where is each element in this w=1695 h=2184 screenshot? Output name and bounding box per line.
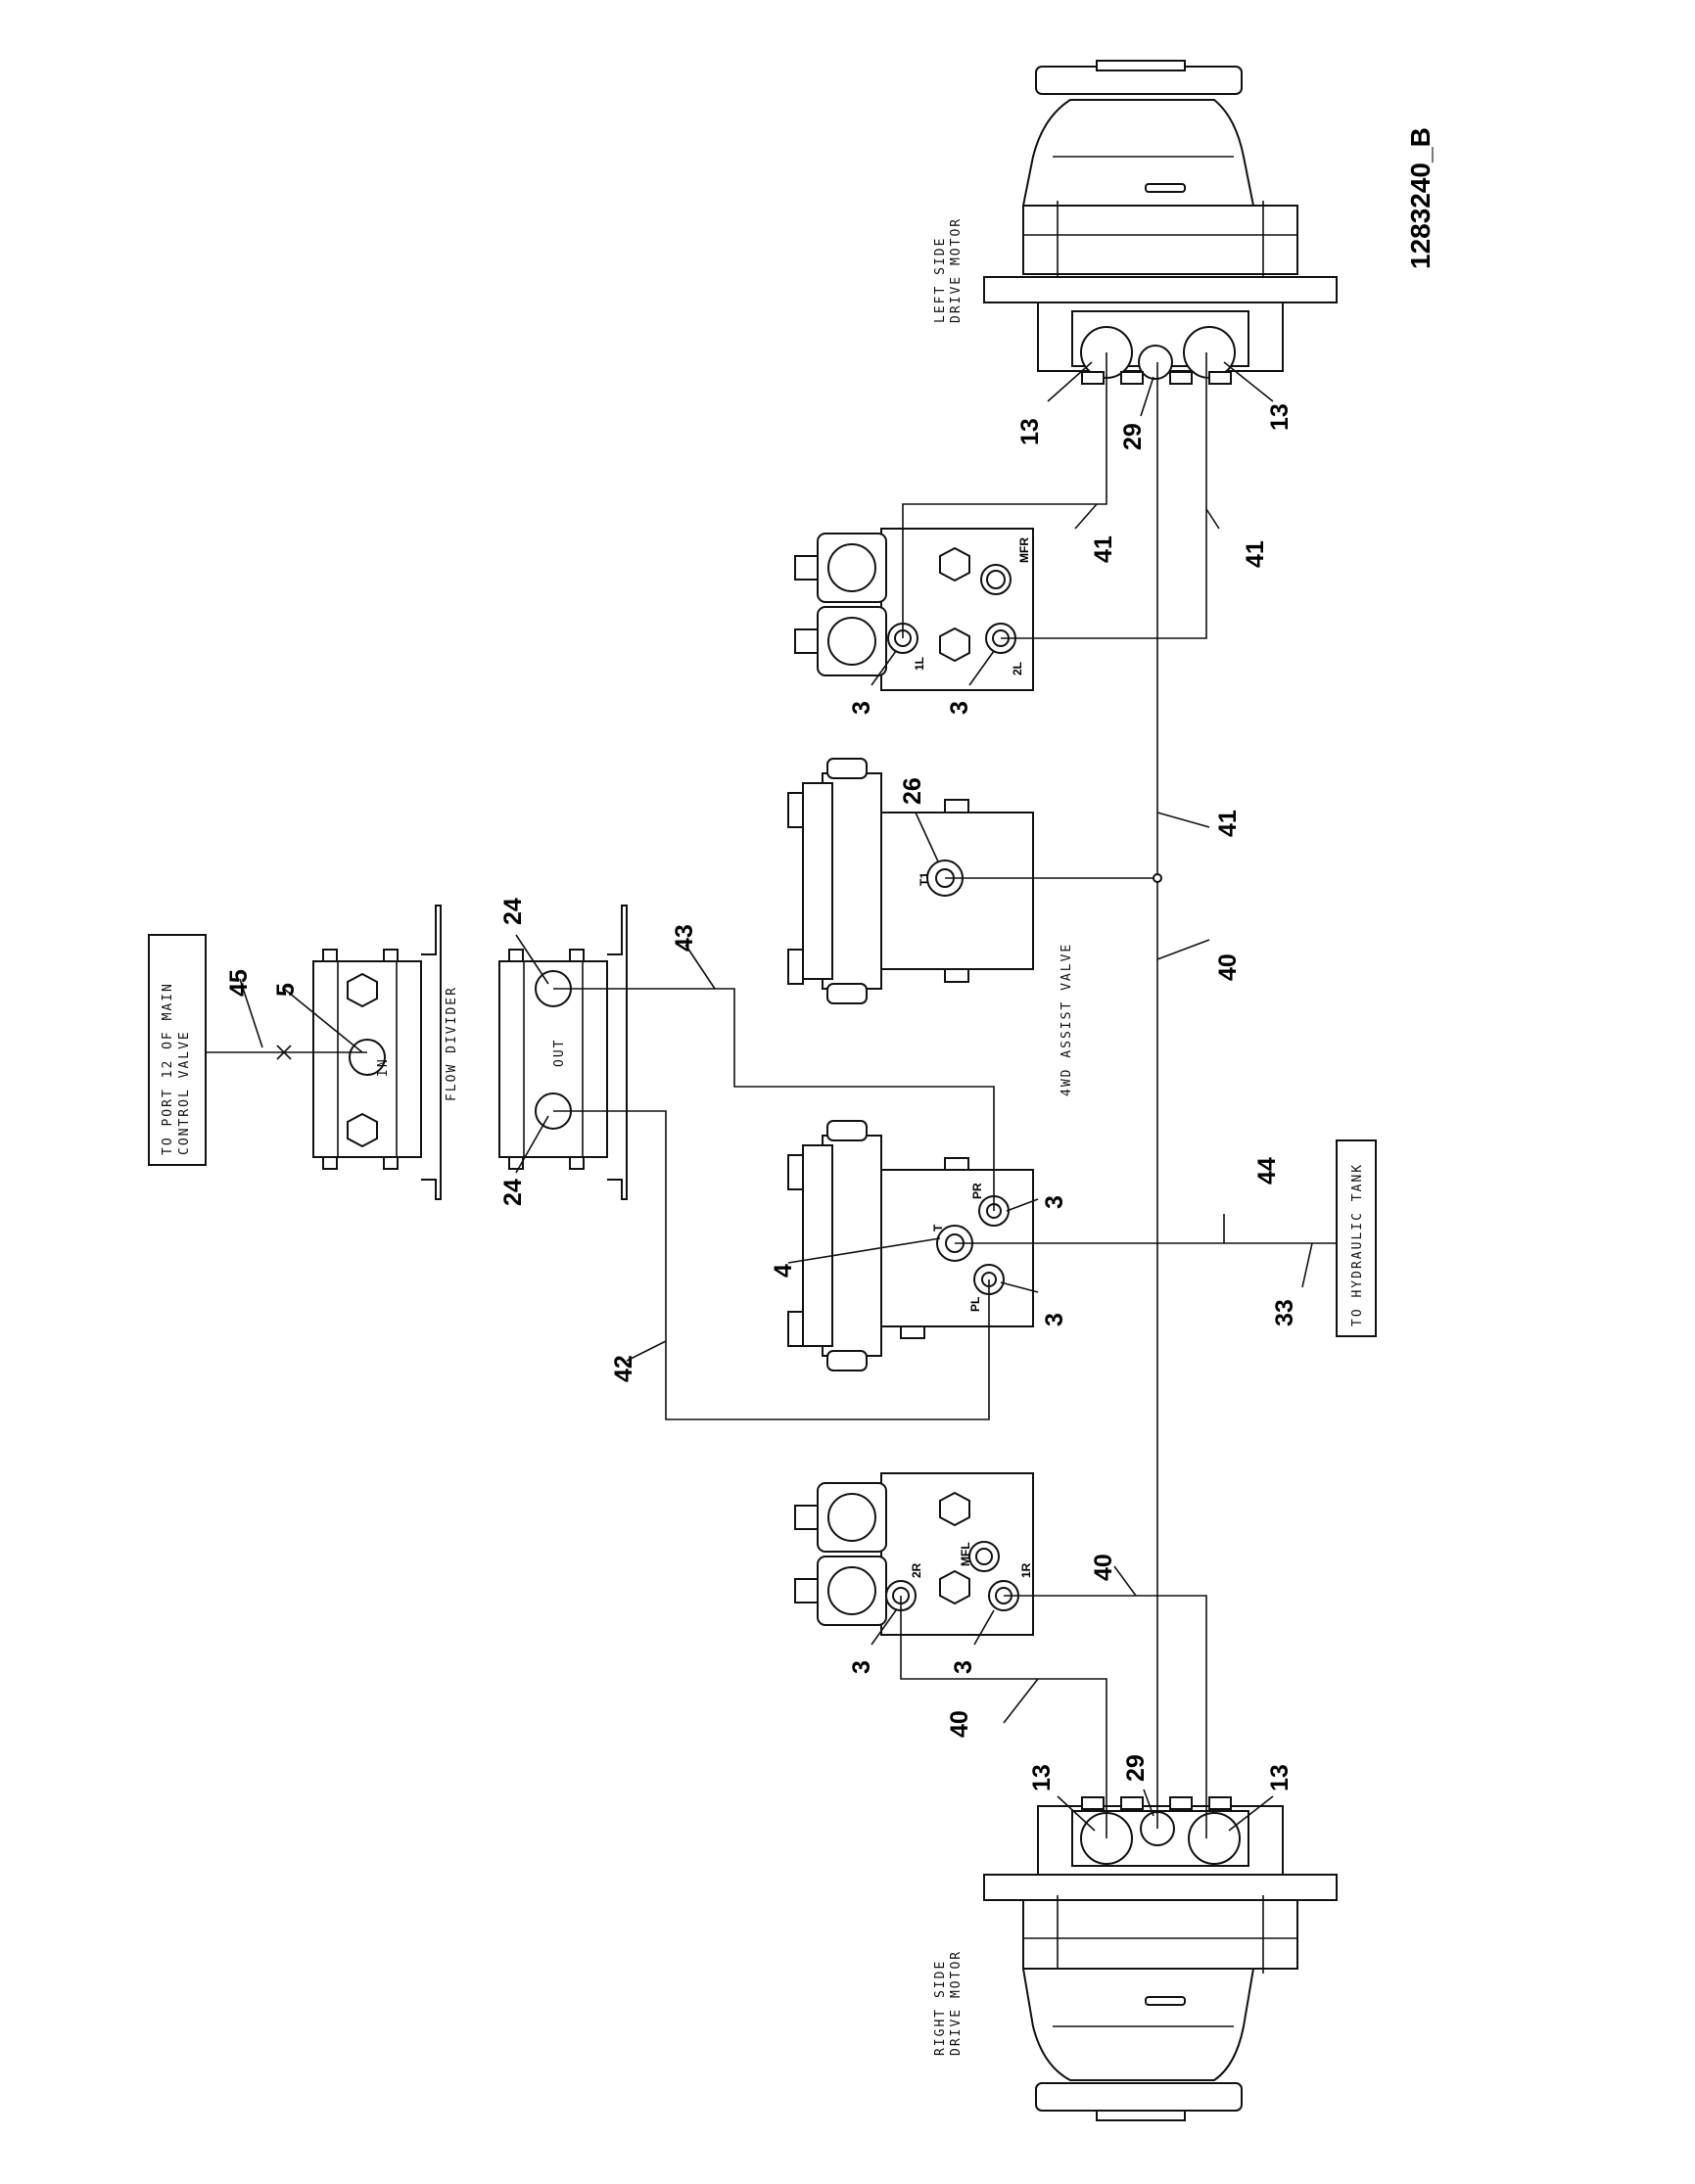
callout-13-top-right: 13 xyxy=(1266,403,1294,431)
callout-41-left: 41 xyxy=(1090,535,1117,563)
callout-13-bottom-left: 13 xyxy=(1028,1764,1056,1791)
callout-3-1l: 3 xyxy=(848,701,875,715)
to-tank-label: TO HYDRAULIC TANK xyxy=(1350,1163,1365,1326)
callout-29-bottom: 29 xyxy=(1122,1754,1150,1782)
callout-40-mid: 40 xyxy=(1214,953,1242,981)
drawing-number: 1283240_B xyxy=(1405,127,1436,269)
to-port-12-note: TO PORT 12 OF MAIN CONTROL VALVE xyxy=(148,934,207,1166)
callout-3-2r: 3 xyxy=(848,1660,875,1674)
brake-valve-lower: MFL 2R 1R xyxy=(794,1472,1034,1636)
callout-13-bottom-right: 13 xyxy=(1266,1764,1294,1791)
brake-valve-upper: MFR 1L 2L xyxy=(794,528,1034,691)
callout-26: 26 xyxy=(899,777,926,805)
callout-40-right: 40 xyxy=(1090,1554,1117,1581)
assist-valve-upper: T1 4WD ASSIST VALVE xyxy=(787,758,1074,1096)
callout-44: 44 xyxy=(1253,1157,1281,1185)
callout-42: 42 xyxy=(610,1355,637,1382)
port-in-label: IN xyxy=(376,1057,391,1077)
callout-45: 45 xyxy=(225,969,253,997)
callout-3-1r: 3 xyxy=(950,1660,977,1674)
port-2l-label: 2L xyxy=(1011,662,1024,675)
port-1r-label: 1R xyxy=(1019,1562,1033,1578)
to-port-line-1: TO PORT 12 OF MAIN xyxy=(161,982,175,1155)
port-1l-label: 1L xyxy=(913,657,926,671)
callouts: 45 5 24 24 43 42 26 4 3 3 44 33 41 41 41… xyxy=(225,403,1298,1791)
callout-40-left: 40 xyxy=(946,1710,973,1738)
port-out-label: OUT xyxy=(552,1039,567,1067)
right-motor-label-2: DRIVE MOTOR xyxy=(949,1950,964,2056)
port-mfr-label: MFR xyxy=(1017,537,1031,563)
callout-3-pl: 3 xyxy=(1041,1313,1068,1326)
port-2r-label: 2R xyxy=(910,1562,923,1578)
callout-24-bottom: 24 xyxy=(499,1179,527,1206)
callout-4: 4 xyxy=(770,1264,797,1278)
callout-29-top: 29 xyxy=(1119,423,1147,450)
assist-valve-label: 4WD ASSIST VALVE xyxy=(1059,943,1074,1096)
port-mfl-label: MFL xyxy=(959,1542,972,1566)
callout-24-top: 24 xyxy=(499,898,527,925)
callout-43: 43 xyxy=(671,924,698,952)
right-motor-label-1: RIGHT SIDE xyxy=(933,1960,948,2056)
leader-lines xyxy=(239,361,1313,1832)
to-hydraulic-tank-note: TO HYDRAULIC TANK xyxy=(1336,1139,1377,1337)
port-t1-label: T1 xyxy=(918,872,931,886)
left-motor-label-2: DRIVE MOTOR xyxy=(949,217,964,323)
callout-5: 5 xyxy=(272,983,300,997)
port-t-label: T xyxy=(931,1224,945,1231)
callout-33: 33 xyxy=(1271,1299,1298,1326)
right-side-drive-motor: RIGHT SIDE DRIVE MOTOR xyxy=(933,1796,1338,2121)
callout-13-top-left: 13 xyxy=(1016,418,1044,445)
left-motor-label-1: LEFT SIDE xyxy=(933,237,948,323)
port-pr-label: PR xyxy=(970,1183,984,1199)
left-side-drive-motor: LEFT SIDE DRIVE MOTOR xyxy=(933,60,1338,385)
assist-valve-lower: T PR PL xyxy=(787,1120,1034,1371)
callout-41-right: 41 xyxy=(1242,540,1269,568)
callout-3-2l: 3 xyxy=(946,701,973,715)
to-port-line-2: CONTROL VALVE xyxy=(177,1030,192,1155)
callout-3-pr: 3 xyxy=(1041,1195,1068,1209)
flow-divider-label: FLOW DIVIDER xyxy=(445,986,459,1101)
flow-divider: IN OUT FLOW DIVIDER xyxy=(312,905,628,1200)
hydraulic-lines xyxy=(206,352,1337,1838)
port-pl-label: PL xyxy=(968,1297,982,1312)
callout-41-mid: 41 xyxy=(1214,810,1242,837)
